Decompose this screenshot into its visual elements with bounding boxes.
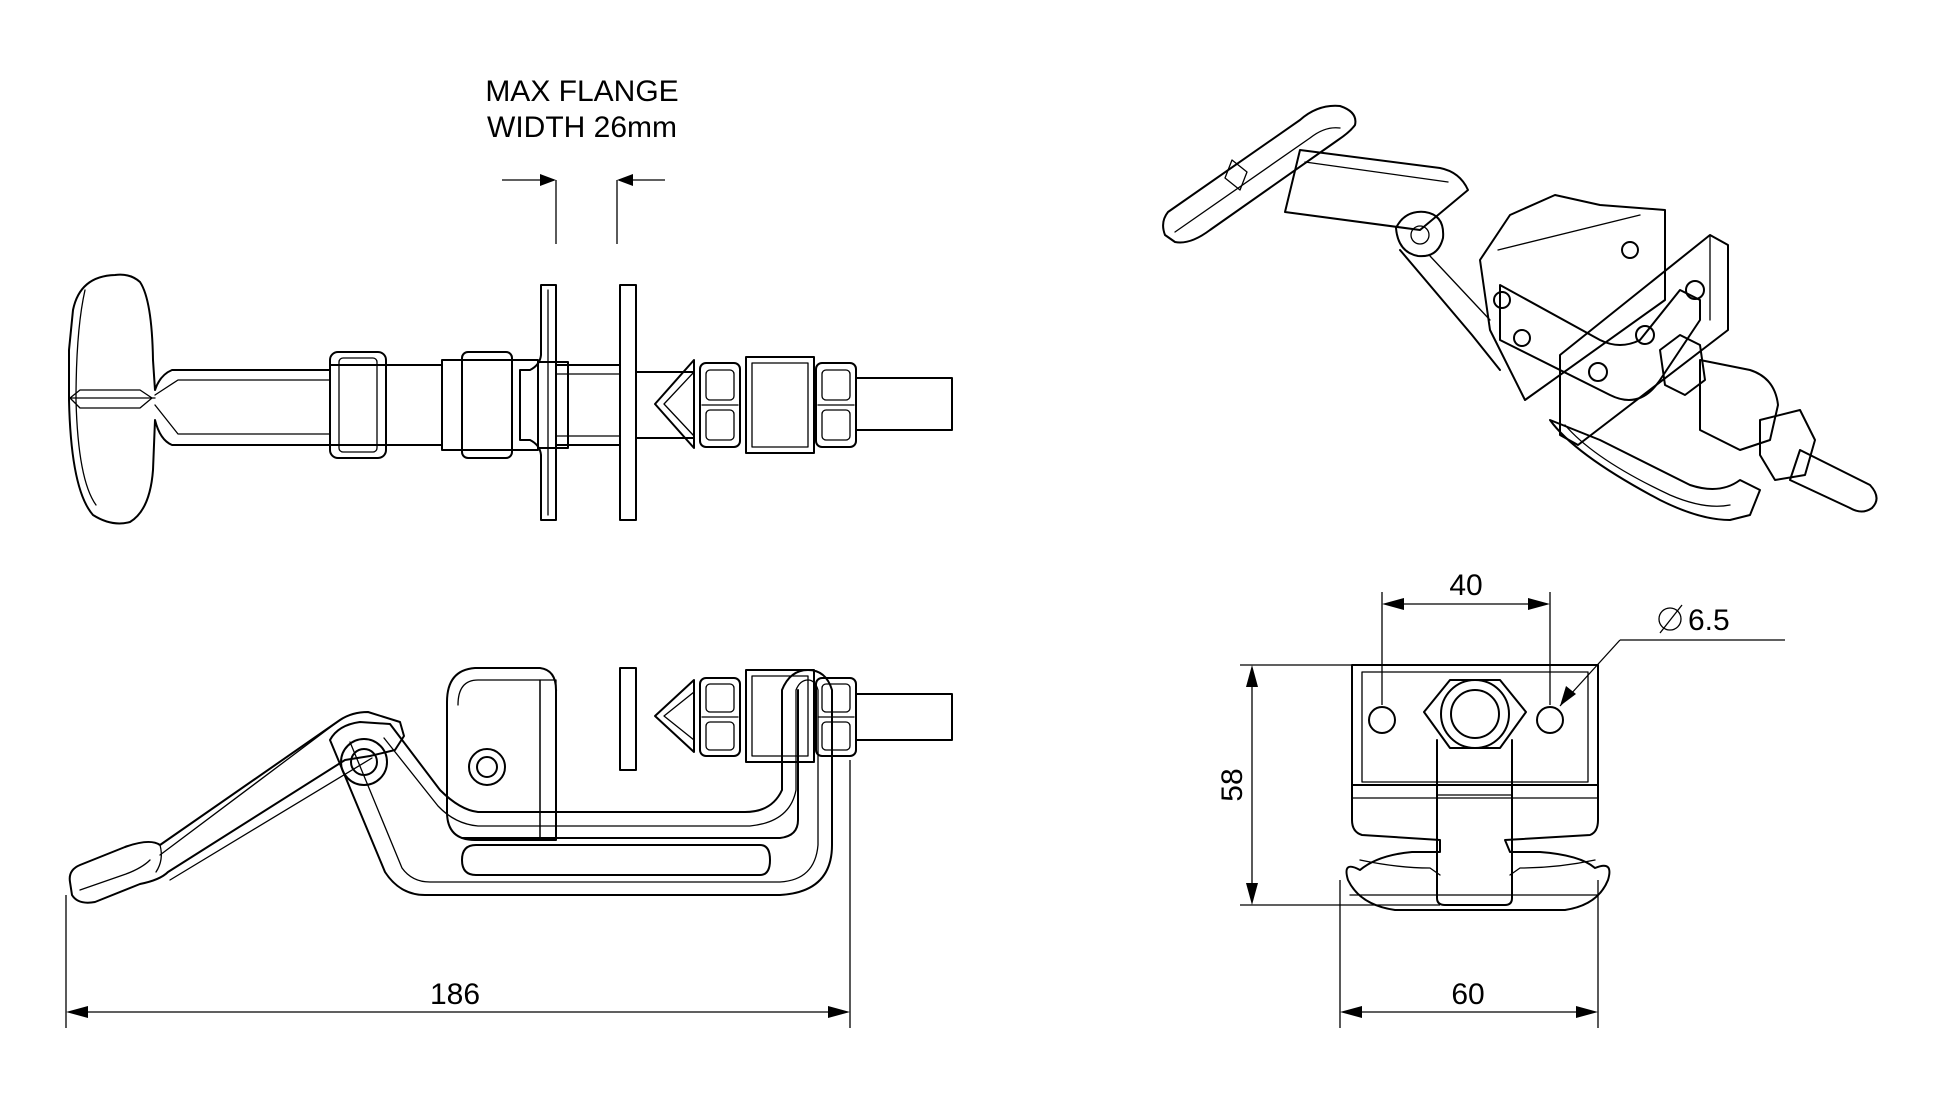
base-width-label: 60 [1451, 978, 1484, 1011]
lever-arm [68, 711, 405, 904]
base-width-dimension: 60 [1339, 880, 1599, 1028]
flange-width-dimension [502, 174, 665, 244]
diameter-symbol-icon [1658, 607, 1682, 631]
flange-plate-right-side [619, 667, 637, 771]
side-view: 186 [65, 667, 953, 1028]
hole-diameter-label: 6.5 [1688, 604, 1730, 637]
latch-body [329, 669, 833, 896]
mounting-hole-right [1536, 706, 1564, 734]
length-label: 186 [430, 978, 480, 1011]
iso-lever [1284, 149, 1501, 371]
iso-handle [1162, 104, 1357, 244]
front-base [1345, 784, 1611, 911]
latch-housing [446, 667, 557, 841]
front-view: 40 6.5 58 60 [1216, 569, 1785, 1028]
hole-spacing-dimension: 40 [1381, 569, 1551, 705]
flange-plate-left [519, 284, 557, 521]
plunger-assembly [555, 356, 953, 454]
front-plunger-column [1423, 679, 1527, 906]
plunger-assembly-side [555, 669, 953, 763]
iso-body [1479, 194, 1701, 401]
shaft-and-clevis [329, 351, 569, 459]
length-dimension: 186 [65, 760, 851, 1028]
flange-note-line1: MAX FLANGE [485, 75, 678, 108]
hole-diameter-callout: 6.5 [1559, 604, 1785, 707]
isometric-view [1162, 104, 1878, 521]
t-handle [68, 273, 331, 525]
iso-base-loop [1549, 419, 1761, 521]
mounting-hole-left [1368, 706, 1396, 734]
flange-plate-right [619, 284, 637, 521]
top-view: MAX FLANGE WIDTH 26mm [68, 75, 953, 525]
iso-plunger [1659, 334, 1878, 513]
front-plate [1351, 664, 1599, 786]
hole-spacing-label: 40 [1449, 569, 1482, 602]
height-label: 58 [1216, 768, 1249, 801]
flange-note-line2: WIDTH 26mm [487, 111, 677, 144]
iso-flange-plate [1559, 234, 1729, 446]
height-dimension: 58 [1216, 664, 1440, 906]
